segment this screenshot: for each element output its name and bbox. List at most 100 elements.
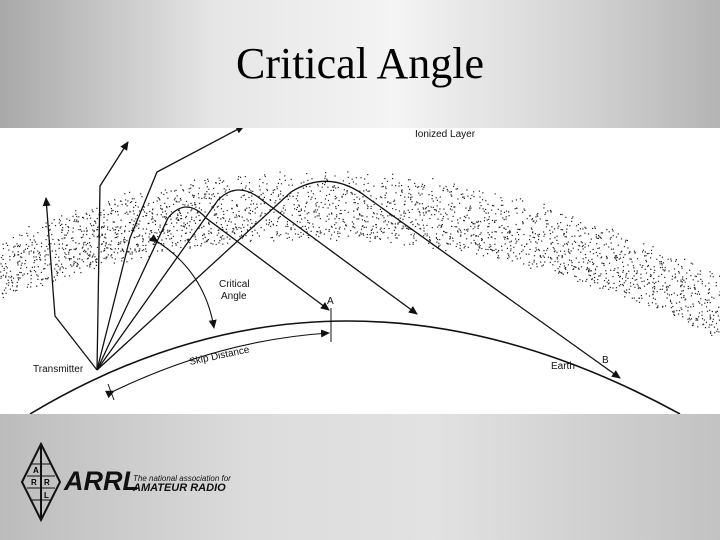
ionized-layer-dot: [208, 223, 210, 225]
ionized-layer-dot: [75, 249, 77, 251]
ionized-layer-dot: [82, 261, 85, 263]
ionized-layer-dot: [443, 230, 445, 232]
ionized-layer-dot: [157, 236, 159, 238]
ionized-layer-dot: [433, 209, 436, 211]
ionized-layer-dot: [40, 282, 42, 285]
ionized-layer-dot: [183, 222, 185, 224]
ionized-layer-dot: [464, 233, 466, 235]
ionized-layer-dot: [156, 232, 158, 234]
ionized-layer-dot: [175, 218, 177, 220]
ionized-layer-dot: [575, 257, 577, 259]
ionized-layer-dot: [704, 285, 707, 287]
ionized-layer-dot: [114, 248, 116, 250]
ionized-layer-dot: [296, 221, 298, 223]
ionized-layer-dot: [93, 253, 95, 255]
ionized-layer-dot: [678, 272, 680, 274]
ionized-layer-dot: [319, 232, 321, 234]
ionized-layer-dot: [545, 212, 547, 214]
ionized-layer-dot: [404, 200, 406, 202]
ionized-layer-dot: [501, 200, 503, 202]
ionized-layer-dot: [2, 274, 4, 276]
ionized-layer-dot: [57, 265, 59, 267]
ionized-layer-dot: [664, 266, 666, 269]
ionized-layer-dot: [682, 290, 684, 292]
ionized-layer-dot: [707, 292, 709, 295]
ionized-layer-dot: [413, 235, 415, 237]
ionized-layer-dot: [213, 240, 216, 242]
ionized-layer-dot: [478, 224, 480, 226]
ionized-layer-dot: [437, 226, 439, 228]
ionized-layer-dot: [26, 247, 29, 250]
ionized-layer-dot: [357, 207, 359, 209]
ionized-layer-dot: [177, 213, 179, 215]
ionized-layer-dot: [704, 302, 706, 304]
ionized-layer-dot: [529, 215, 531, 217]
ionized-layer-dot: [565, 267, 567, 269]
ionized-layer-dot: [566, 228, 568, 230]
ionized-layer-dot: [154, 220, 157, 222]
diagram-panel: Ionized Layer Critical Angle A B Skip Di…: [0, 128, 720, 414]
ionized-layer-dot: [333, 186, 335, 188]
ionized-layer-dot: [622, 265, 625, 268]
ionized-layer-dot: [198, 207, 200, 209]
ionized-layer-dot: [700, 278, 702, 280]
ionized-layer-dot: [268, 224, 270, 226]
ionized-layer-dot: [619, 275, 621, 277]
ionized-layer-dot: [13, 256, 15, 258]
ionized-layer-dot: [342, 193, 344, 195]
ionized-layer-dot: [587, 245, 590, 247]
ionized-layer-dot: [374, 237, 376, 240]
ionized-layer-dot: [629, 282, 632, 284]
ionized-layer-dot: [339, 213, 341, 215]
ionized-layer-dot: [415, 239, 417, 242]
ionized-layer-dot: [675, 276, 677, 278]
ionized-layer-dot: [216, 234, 218, 236]
ionized-layer-dot: [449, 236, 451, 238]
ionized-layer-dot: [276, 225, 278, 227]
ionized-layer-dot: [342, 218, 344, 220]
ionized-layer-dot: [295, 198, 297, 200]
ionized-layer-dot: [216, 206, 218, 208]
ionized-layer-dot: [24, 248, 26, 250]
ionized-layer-dot: [648, 282, 651, 284]
ionized-layer-dot: [100, 251, 102, 253]
ionized-layer-dot: [62, 267, 64, 269]
ionized-layer-dot: [292, 224, 294, 226]
ionized-layer-dot: [125, 199, 127, 201]
ionized-layer-dot: [617, 272, 620, 274]
ionized-layer-dot: [393, 229, 395, 231]
ionized-layer-dot: [659, 266, 662, 269]
ionized-layer-dot: [436, 241, 438, 243]
ionized-layer-dot: [338, 200, 340, 202]
ionized-layer-dot: [111, 213, 113, 215]
ionized-layer-dot: [225, 228, 227, 230]
ionized-layer-dot: [283, 212, 285, 214]
ionized-layer-dot: [388, 228, 390, 230]
ionized-layer-dot: [104, 245, 106, 247]
ionized-layer-dot: [429, 217, 431, 220]
ionized-layer-dot: [678, 301, 681, 303]
ionized-layer-dot: [585, 227, 587, 229]
ionized-layer-dot: [77, 221, 79, 223]
ionized-layer-dot: [61, 238, 63, 240]
ionized-layer-dot: [344, 228, 346, 230]
ionized-layer-dot: [625, 274, 627, 276]
ionized-layer-dot: [183, 225, 185, 227]
ionized-layer-dot: [470, 242, 472, 244]
ionized-layer-dot: [633, 275, 635, 277]
ionized-layer-dot: [90, 262, 92, 264]
ionized-layer-dot: [487, 248, 489, 251]
ionized-layer-dot: [132, 210, 134, 212]
ionized-layer-dot: [491, 205, 494, 207]
ionized-layer-dot: [684, 299, 686, 301]
ionized-layer-dot: [215, 181, 217, 184]
ionized-layer-dot: [89, 223, 91, 225]
ionized-layer-dot: [625, 276, 627, 278]
ionized-layer-dot: [491, 231, 493, 233]
ionized-layer-dot: [31, 241, 33, 244]
ionized-layer-dot: [115, 226, 117, 228]
ionized-layer-dot: [603, 280, 606, 282]
ionized-layer-dot: [240, 182, 242, 184]
ionized-layer-dot: [391, 215, 393, 217]
ionized-layer-dot: [302, 187, 305, 189]
